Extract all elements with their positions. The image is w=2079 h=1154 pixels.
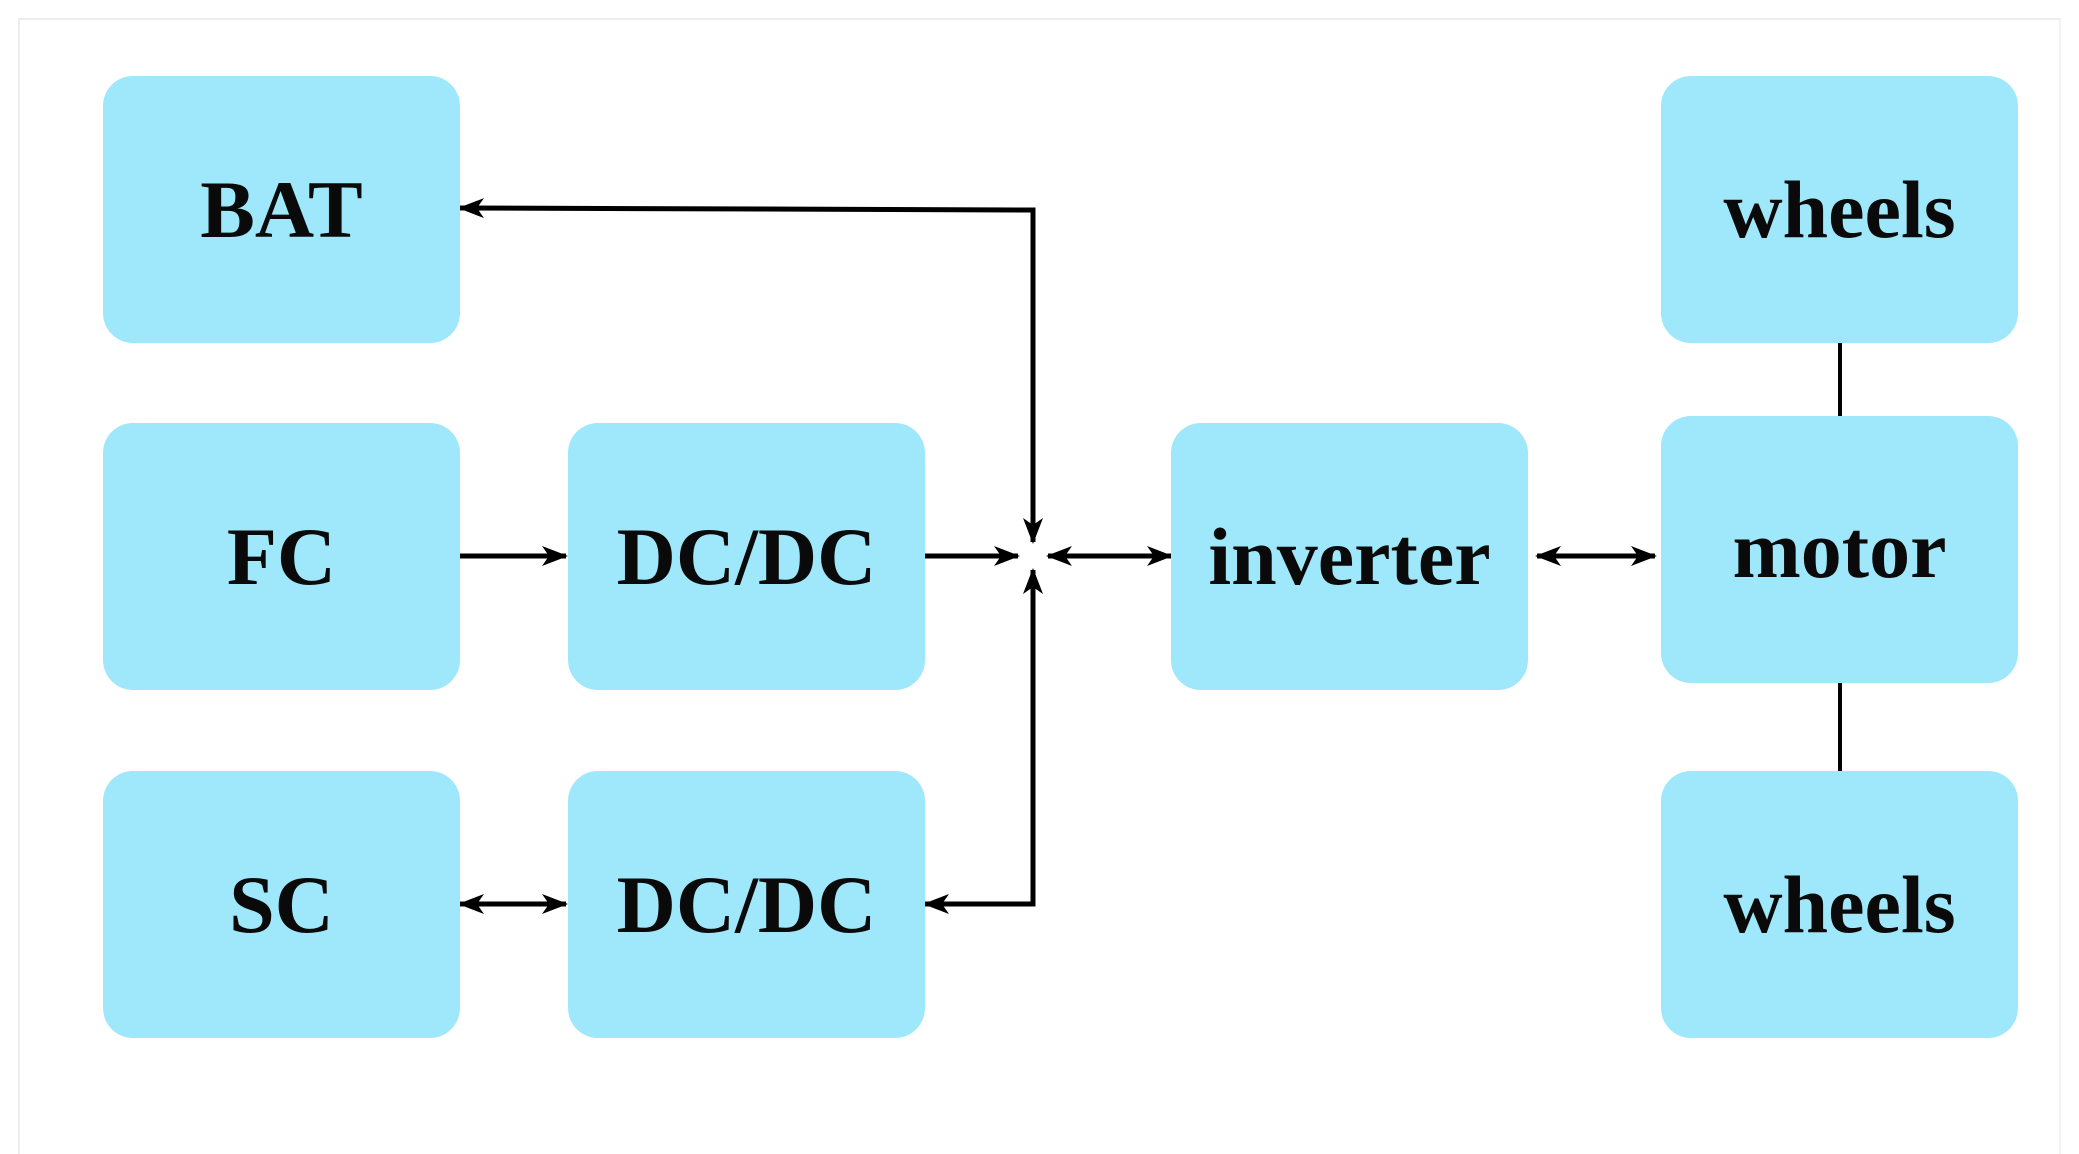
motor-block: motor [1661, 416, 2018, 683]
bat-block: BAT [103, 76, 460, 343]
sc-block: SC [103, 771, 460, 1038]
fc-block: FC [103, 423, 460, 690]
dcdc-fc-block: DC/DC [568, 423, 925, 690]
figure-frame [18, 18, 2061, 1154]
arrow-bat-bus [458, 198, 1043, 544]
inverter-block: inverter [1171, 423, 1528, 690]
wheels-bottom-block: wheels [1661, 771, 2018, 1038]
wheels-top-block: wheels [1661, 76, 2018, 343]
dcdc-sc-block: DC/DC [568, 771, 925, 1038]
arrow-dcdc-sc-bus [923, 568, 1043, 914]
